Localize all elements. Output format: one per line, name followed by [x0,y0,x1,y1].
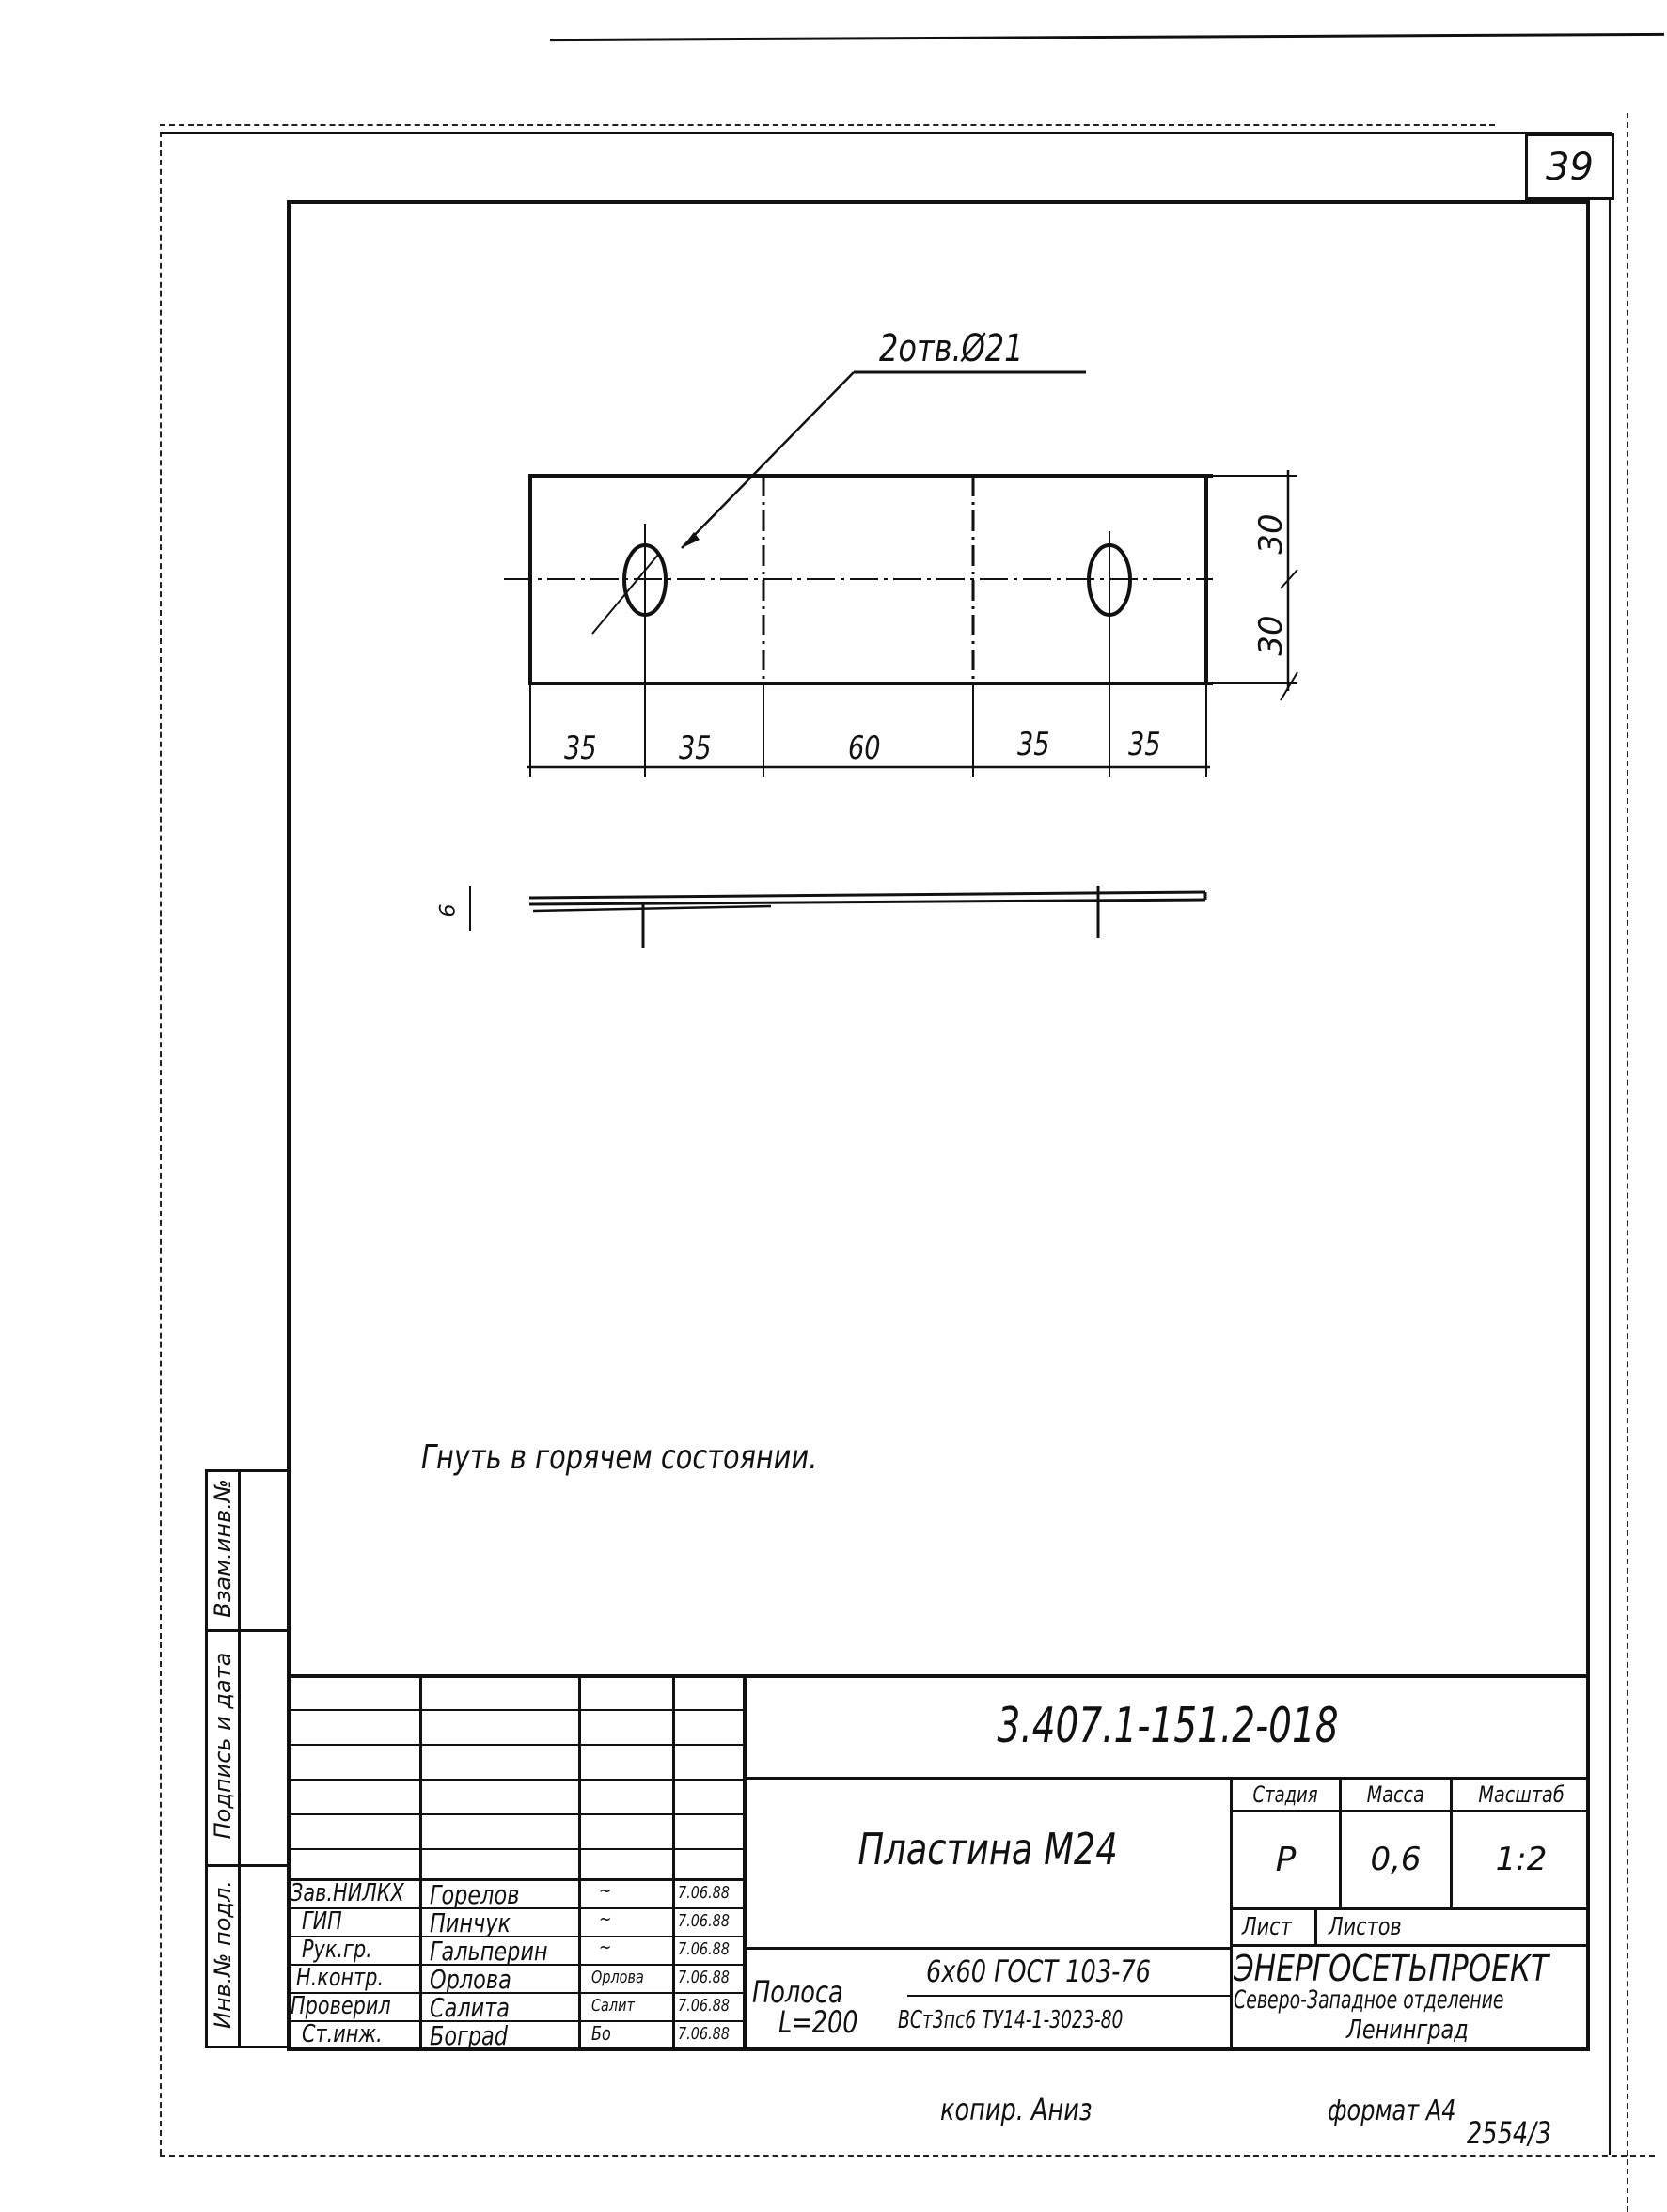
outer-frame-bottom [160,2155,1655,2157]
sig-signature: ~ [599,1936,612,1958]
outer-frame-left [160,132,162,2155]
dim-label-5: 35 [1128,726,1161,763]
mass-value: 0,6 [1342,1812,1453,1910]
sheet-header: Лист [1233,1910,1317,1947]
signature-row: ГИП Пинчук ~ 7.06.88 [289,1907,743,1938]
inner-frame [287,200,1590,2051]
side-stamp-divider [205,1864,287,1867]
sig-role: Рук.гр. [302,1936,372,1964]
tb-empty-row [289,1779,743,1813]
sig-name: Бограd [430,2020,509,2051]
sig-role: Ст.инж. [302,2020,383,2048]
outer-frame-top-solid [160,132,1612,134]
sig-signature: Бо [591,2022,611,2045]
sig-role: Проверил [291,1992,391,2020]
copy-note: копир. Аниз [940,2092,1093,2127]
material-spec: 6х60 ГОСТ 103-76 [926,1953,1151,1989]
signature-row: Зав.НИЛКХ Горелов ~ 7.06.88 [289,1878,743,1910]
tb-empty-row [289,1813,743,1848]
signature-row: Рук.гр. Гальперин ~ 7.06.88 [289,1936,743,1967]
signature-row: Ст.инж. Бограd Бо 7.06.88 [289,2020,743,2051]
sig-date: 7.06.88 [678,2024,730,2044]
stage-value: Р [1233,1812,1342,1910]
sig-role: ГИП [302,1907,342,1936]
tb-empty-row [289,1709,743,1744]
format-note: формат А4 [1328,2094,1456,2127]
sig-signature: Орлова [591,1968,644,1987]
signature-row: Проверил Салита Салит 7.06.88 [289,1992,743,2023]
sig-name: Горелов [430,1879,520,1910]
dim-label-v2: 30 [1252,615,1290,656]
scale-value: 1:2 [1453,1812,1590,1910]
page-number-box: 39 [1525,133,1614,200]
sig-role: Н.контр. [296,1964,385,1992]
sheets-header: Листов [1317,1910,1590,1947]
material-underline [907,1995,1232,1997]
stamp-label-replaces: Взам.инв.№ [210,1479,236,1618]
part-name-cell: Пластина М24 [746,1780,1233,1947]
dim-label-4: 35 [1017,726,1050,763]
document-code: 3.407.1-151.2-018 [997,1697,1339,1754]
sig-date: 7.06.88 [678,1996,730,2016]
side-stamp-cells [241,1469,287,2048]
right-margin-line [1609,199,1611,2155]
mass-header: Масса [1342,1780,1453,1812]
sig-name: Салита [430,1992,511,2023]
sig-name: Орлова [430,1964,511,1995]
side-stamp [205,1469,241,2048]
sig-signature: ~ [599,1907,612,1930]
side-thickness-label: 6 [436,903,461,918]
organization-city: Ленинград [1346,2014,1469,2045]
title-block [287,1674,1590,2051]
material-type: Полоса [752,1974,843,2010]
sig-signature: ~ [599,1879,612,1902]
document-code-cell: 3.407.1-151.2-018 [746,1674,1590,1780]
bending-note: Гнуть в горячем состоянии. [421,1438,818,1477]
part-name: Пластина М24 [857,1824,1118,1875]
stamp-label-inv-orig: Инв.№ подл. [210,1880,236,2029]
sig-name: Гальперин [430,1936,548,1967]
tb-empty-row [289,1744,743,1779]
dim-label-1: 35 [564,729,597,767]
tb-empty-row [289,1848,743,1883]
organization-department: Северо-Западное отделение [1234,1985,1504,2015]
dim-label-v1: 30 [1252,513,1290,555]
sig-name: Пинчук [430,1907,511,1938]
stamp-label-sign-date: Подпись и дата [210,1652,236,1840]
material-length: L=200 [778,2004,858,2040]
tb-col-line [672,1674,675,2050]
material-cell [746,1947,1233,2050]
tb-col-line [578,1674,581,2050]
dim-label-2: 35 [679,729,712,767]
material-grade: ВСт3пс6 ТУ14-1-3023-80 [898,2006,1124,2034]
dim-label-3: 60 [848,729,881,767]
organization-name: ЭНЕРГОСЕТЬПРОЕКТ [1234,1948,1549,1989]
sig-date: 7.06.88 [678,1939,730,1959]
sig-role: Зав.НИЛКХ [291,1879,404,1907]
tb-col-line [419,1674,422,2050]
outer-frame-top [160,124,1495,126]
hole-callout: 2отв.Ø21 [879,327,1024,370]
scale-header: Масштаб [1453,1780,1590,1812]
sig-date: 7.06.88 [678,1968,730,1987]
sig-date: 7.06.88 [678,1911,730,1931]
outer-frame-right [1627,113,1628,2212]
stage-header: Стадия [1233,1780,1342,1812]
archive-number: 2554/3 [1467,2115,1552,2151]
signature-row: Н.контр. Орлова Орлова 7.06.88 [289,1964,743,1995]
tb-col-line [743,1674,747,2050]
sig-date: 7.06.88 [678,1883,730,1903]
side-stamp-divider [205,1629,287,1632]
sig-signature: Салит [591,1996,635,2016]
page-number: 39 [1546,145,1594,189]
